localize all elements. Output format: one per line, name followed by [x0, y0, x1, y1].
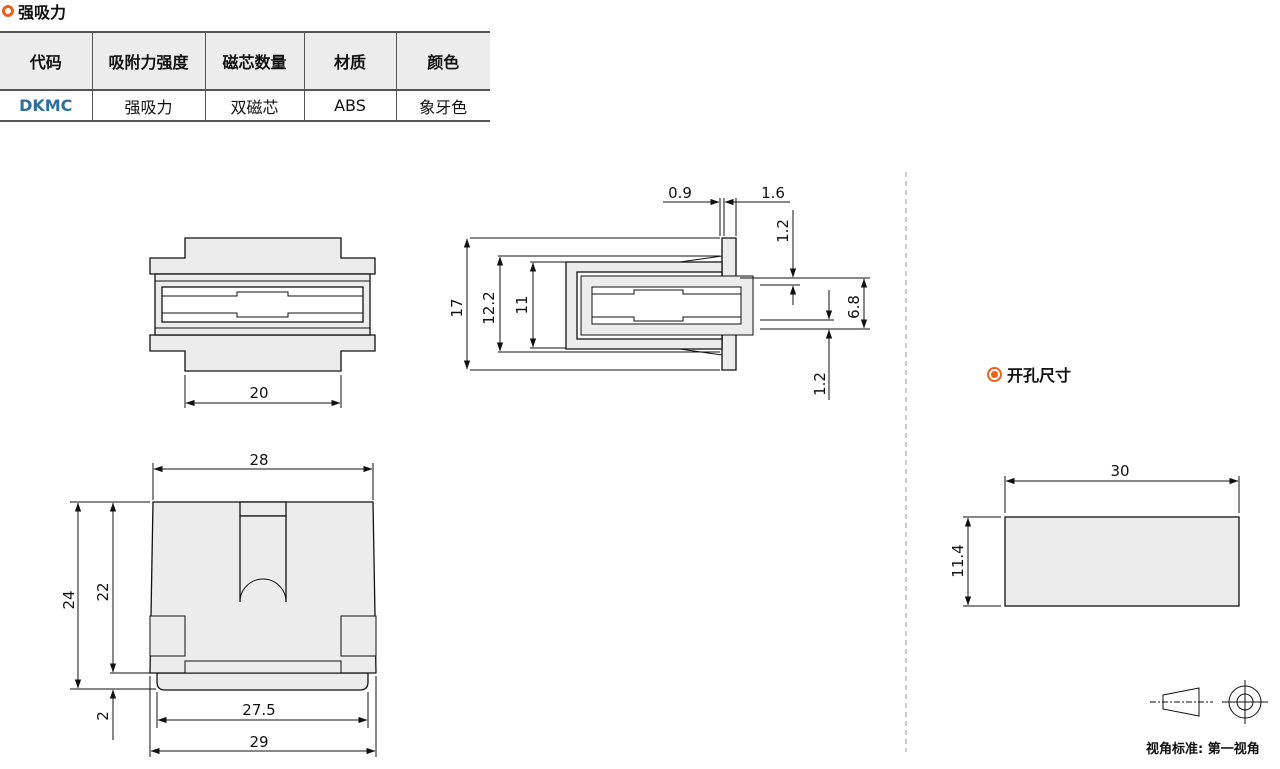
first-angle-projection-icon [1150, 680, 1268, 724]
header-material: 材质 [303, 31, 396, 91]
dim-cutout-height: 11.4 [949, 544, 967, 577]
header-strength: 吸附力强度 [91, 31, 205, 91]
cell-strength: 强吸力 [91, 90, 205, 122]
dim-height-inner: 11 [513, 295, 531, 314]
table-row: DKMC 强吸力 双磁芯 ABS 象牙色 [0, 90, 490, 122]
side-view [463, 198, 870, 400]
header-code: 代码 [0, 31, 92, 91]
spec-table: 代码 吸附力强度 磁芯数量 材质 颜色 DKMC 强吸力 双磁芯 ABS 象牙色 [0, 31, 490, 122]
dim-height-mid: 12.2 [480, 291, 498, 324]
section-title-text: 强吸力 [18, 3, 67, 22]
view-standard-label: 视角标准: 第一视角 [1146, 742, 1260, 757]
dim-magnet-gap: 6.8 [845, 295, 863, 319]
header-color: 颜色 [395, 31, 490, 91]
cutout-title: 开孔尺寸 [987, 362, 1071, 386]
target-icon [987, 366, 1002, 382]
spec-table-header-row: 代码 吸附力强度 磁芯数量 材质 颜色 [0, 31, 490, 91]
dim-top-offset: 1.2 [774, 219, 792, 243]
cutout-title-text: 开孔尺寸 [1007, 366, 1072, 385]
front-view [70, 463, 377, 757]
dim-front-flange: 2 [94, 711, 112, 721]
dim-front-height-total: 24 [60, 590, 78, 609]
dim-bottom-offset: 1.2 [811, 372, 829, 396]
cell-material: ABS [303, 90, 396, 122]
dim-top-width: 20 [249, 384, 268, 402]
dim-front-bottom-inner: 27.5 [242, 701, 275, 719]
dim-front-top-width: 28 [249, 451, 268, 469]
dim-front-height-body: 22 [94, 582, 112, 601]
cutout-view [963, 476, 1240, 607]
section-title: 强吸力 [2, 0, 66, 22]
top-view [149, 237, 376, 408]
ring-icon [2, 5, 14, 17]
cell-code[interactable]: DKMC [0, 90, 92, 122]
dim-front-bottom-outer: 29 [249, 733, 268, 751]
cell-color: 象牙色 [395, 90, 490, 122]
dimension-labels: 20 0.9 1.6 1.2 17 12.2 11 6.8 1.2 28 24 … [60, 184, 1130, 751]
header-core-count: 磁芯数量 [204, 31, 304, 91]
dim-height-total: 17 [448, 298, 466, 317]
dim-gap-left: 0.9 [668, 184, 692, 202]
dim-cutout-width: 30 [1110, 462, 1129, 480]
dim-gap-right: 1.6 [761, 184, 785, 202]
cell-core-count: 双磁芯 [204, 90, 304, 122]
